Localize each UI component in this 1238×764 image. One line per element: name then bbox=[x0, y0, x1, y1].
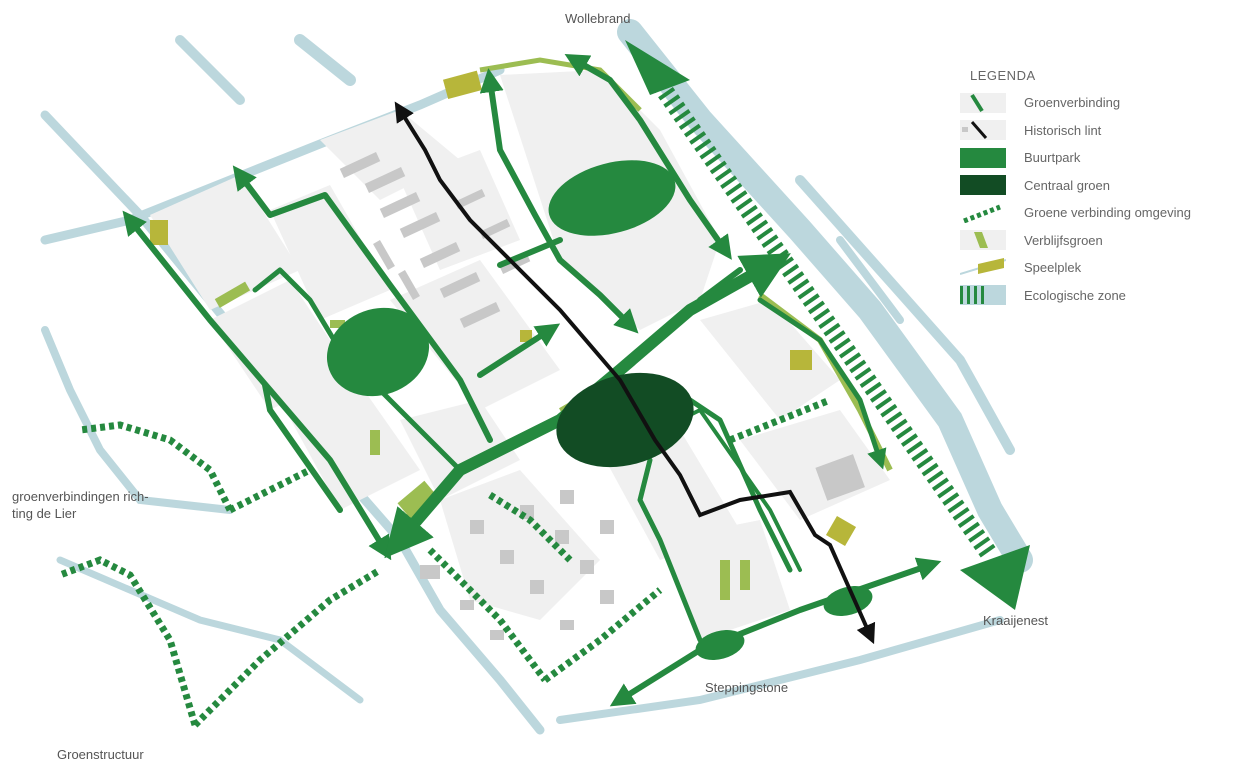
place-label-lier: groenverbindingen rich- ting de Lier bbox=[12, 489, 149, 521]
historic-ribbon bbox=[394, 101, 876, 645]
central-green-swatch bbox=[960, 175, 1006, 196]
map-caption: Groenstructuur bbox=[57, 747, 144, 762]
place-label-steppingstone: Steppingstone bbox=[705, 680, 789, 695]
legend-label: Historisch lint bbox=[1024, 122, 1102, 138]
legend-item-centraal: Centraal groen bbox=[960, 172, 1230, 200]
legend-label: Verblijfsgroen bbox=[1024, 232, 1103, 248]
legend-item-groenverbinding: Groenverbinding bbox=[960, 89, 1230, 117]
neighbourhood-park-swatch bbox=[960, 147, 1006, 168]
linger-green-swatch bbox=[960, 230, 1006, 251]
urban-blocks bbox=[150, 70, 890, 640]
legend-item-speelplek: Speelplek bbox=[960, 254, 1230, 282]
legend-label: Ecologische zone bbox=[1024, 287, 1126, 303]
legend-label: Groenverbinding bbox=[1024, 95, 1121, 111]
legend-label: Groene verbinding omgeving bbox=[1024, 205, 1191, 221]
historic-ribbon-swatch bbox=[960, 120, 1006, 141]
legend-item-buurtpark: Buurtpark bbox=[960, 144, 1230, 172]
green-connection-swatch bbox=[960, 92, 1006, 113]
play-spot-swatch bbox=[960, 257, 1006, 275]
surrounding-connection-swatch bbox=[963, 204, 1001, 223]
direction-arrows bbox=[625, 40, 1030, 610]
place-label-kraaijenest: Kraaijenest bbox=[983, 613, 1049, 628]
ecological-zone-swatch bbox=[960, 285, 1006, 306]
place-label-wollebrand: Wollebrand bbox=[565, 11, 631, 26]
legend-label: Buurtpark bbox=[1024, 150, 1081, 166]
legend-label: Centraal groen bbox=[1024, 177, 1110, 193]
legend-label: Speelplek bbox=[1024, 260, 1082, 276]
legend-title: LEGENDA bbox=[970, 68, 1036, 83]
legend-item-historisch: Historisch lint bbox=[960, 117, 1230, 145]
legend-item-omgeving: Groene verbinding omgeving bbox=[960, 199, 1230, 227]
legend: LEGENDA Groenverbinding Historisch lint … bbox=[960, 68, 1230, 309]
legend-item-verblijf: Verblijfsgroen bbox=[960, 227, 1230, 255]
legend-item-eco: Ecologische zone bbox=[960, 282, 1230, 310]
